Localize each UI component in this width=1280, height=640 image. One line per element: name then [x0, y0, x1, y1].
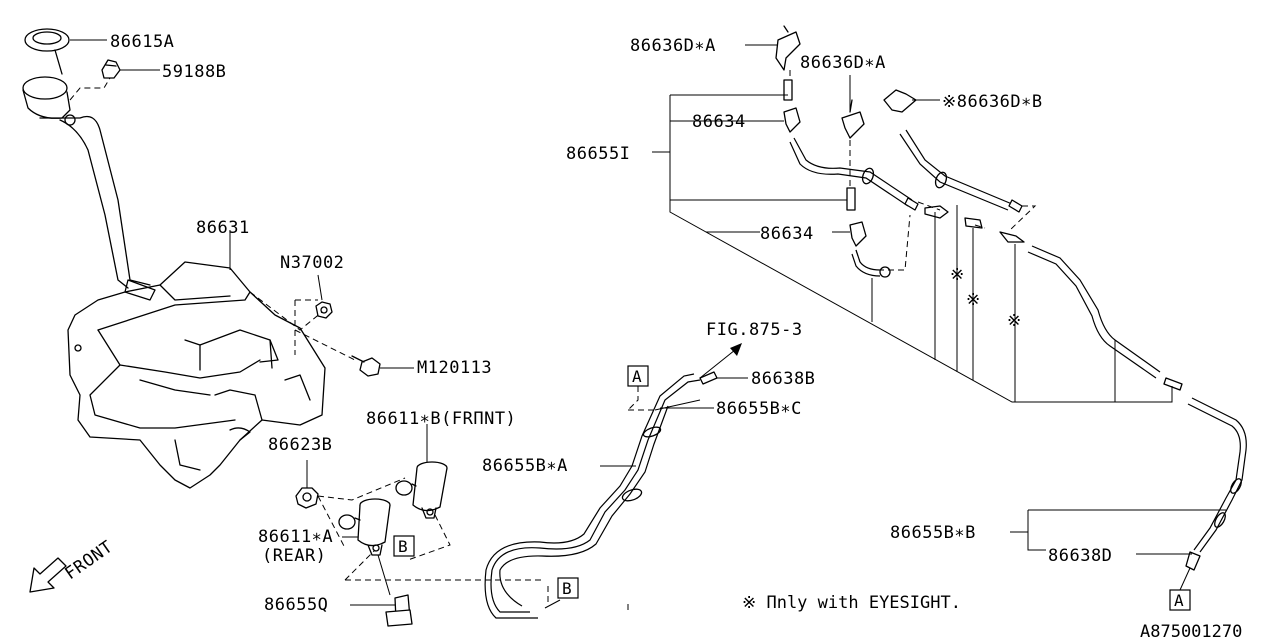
- asterisk-mark-1: ※: [950, 265, 965, 285]
- label-86623b: 86623B: [268, 435, 332, 455]
- label-86655b-a: 86655B∗A: [482, 456, 568, 476]
- svg-text:B: B: [562, 579, 572, 598]
- label-86638d: 86638D: [1048, 546, 1112, 566]
- label-86611a: 86611∗A: [258, 527, 333, 547]
- label-86634-2: 86634: [760, 224, 814, 244]
- label-fig: FIG.875-3: [706, 320, 803, 340]
- footnote: ※ Πnly with EYESIGHT.: [742, 593, 961, 613]
- diagram-id: A875001270: [1140, 622, 1242, 640]
- label-86634-1: 86634: [692, 112, 746, 132]
- asterisk-mark-2: ※: [966, 290, 981, 310]
- pipe-joint-2: [846, 187, 856, 211]
- label-86631: 86631: [196, 218, 250, 238]
- connector-86638b: [699, 371, 718, 385]
- svg-text:A: A: [632, 367, 642, 386]
- nozzle-86636d-a-1: [775, 31, 801, 71]
- connector-86638d: [1185, 551, 1201, 571]
- label-86655i: 86655I: [566, 144, 630, 164]
- front-direction-arrow: FRONT: [29, 537, 117, 593]
- label-59188b: 59188B: [162, 62, 226, 82]
- nozzle-86636d-a-2: [841, 111, 865, 139]
- ref-box-a-1: A: [627, 365, 649, 387]
- washer-tank-assembly: [22, 28, 326, 489]
- ref-box-b-1: B: [393, 535, 415, 557]
- washer-pump-front: [395, 461, 448, 519]
- svg-text:B: B: [398, 537, 408, 556]
- hose-86655b-a: [484, 373, 701, 619]
- label-n37002: N37002: [280, 253, 344, 273]
- filler-neck-top: [22, 76, 68, 100]
- label-m120113: M120113: [417, 358, 492, 378]
- nut-n37002: [315, 301, 333, 319]
- asterisk-mark-3: ※: [1007, 311, 1022, 331]
- label-86636d-a-2: 86636D∗A: [800, 53, 886, 73]
- washer-pump-rear: [338, 498, 391, 556]
- label-86611a-sub: (REAR): [262, 546, 326, 566]
- label-86655q: 86655Q: [264, 595, 328, 615]
- label-86638b: 86638B: [751, 369, 815, 389]
- svg-text:A: A: [1174, 591, 1184, 610]
- washer-tank: [67, 261, 326, 489]
- pipe-joint-1: [783, 79, 793, 101]
- hose-elbow-86655q: [385, 594, 413, 627]
- label-86655b-c: 86655B∗C: [716, 399, 802, 419]
- check-valve-86634-2: [849, 221, 867, 247]
- grommet-86623b: [295, 487, 319, 509]
- clip-59188b: [101, 59, 121, 79]
- ref-box-a-2: A: [1169, 589, 1191, 611]
- front-label: FRONT: [61, 537, 116, 584]
- label-86611b: 86611∗B(FRΠNT): [366, 409, 516, 429]
- label-86636d-b: ※86636D∗B: [942, 92, 1043, 112]
- label-86636d-a-1: 86636D∗A: [630, 36, 716, 56]
- nozzle-86636d-b: [883, 89, 917, 113]
- label-86655b-b: 86655B∗B: [890, 523, 976, 543]
- nozzle-hose-assembly: [775, 25, 1247, 571]
- label-86615a: 86615A: [110, 32, 174, 52]
- ref-box-b-2: B: [557, 577, 579, 599]
- check-valve-86634-1: [783, 107, 801, 133]
- bolt-m120113: [351, 355, 381, 377]
